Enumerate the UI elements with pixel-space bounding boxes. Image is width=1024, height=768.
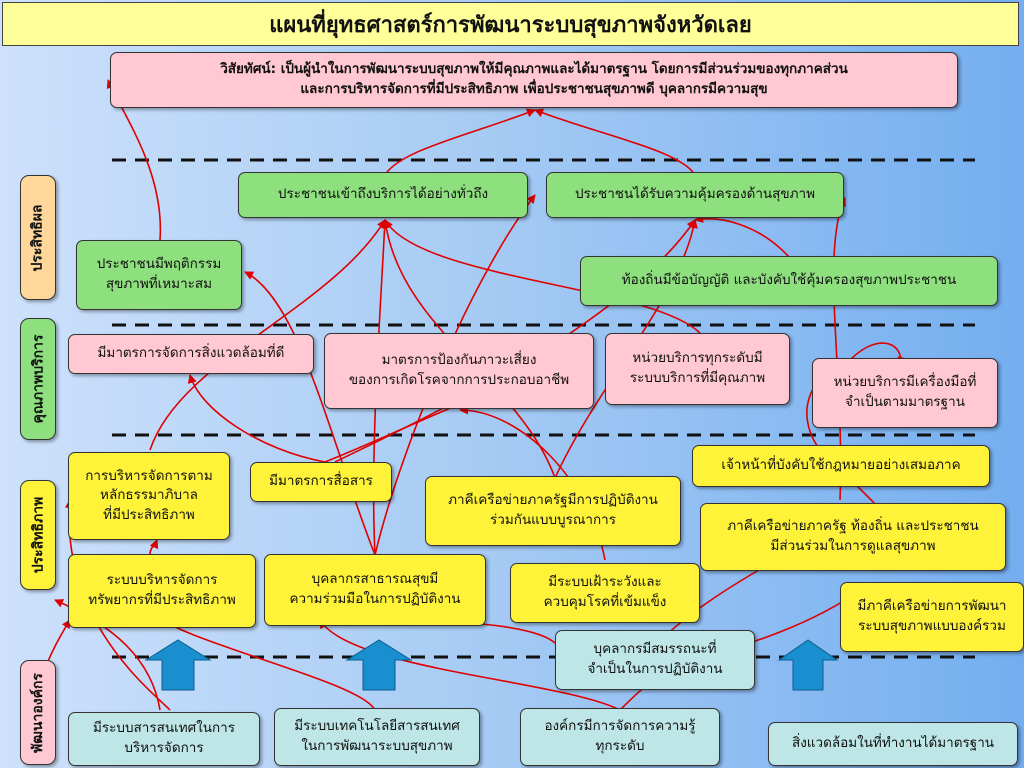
access-to-services: ประชาชนเข้าถึงบริการได้อย่างทั่วถึง [238,172,528,218]
arrow-link [694,214,791,259]
management-information-system: มีระบบสารสนเทศในการ บริหารจัดการ [68,712,260,766]
health-protection: ประชาชนได้รับความคุ้มครองด้านสุขภาพ [546,172,844,218]
arrow-link [319,619,621,711]
up-arrow-icon [144,639,212,691]
disease-surveillance: มีระบบเฝ้าระวังและ ควบคุมโรคที่เข้มแข็ง [510,563,700,623]
government-network-integration: ภาคีเครือข่ายภาครัฐมีการปฏิบัติงาน ร่วมก… [425,476,681,546]
arrow-link [64,499,171,711]
resource-management: ระบบบริหารจัดการ ทรัพยากรที่มีประสิทธิภา… [68,554,256,628]
perspective-service-quality: คุณภาพบริการ [20,318,56,440]
arrow-link [324,398,471,463]
local-health-law: ท้องถิ่นมีข้อบัญญัติ และบังคับใช้คุ้มครอ… [580,256,998,306]
perspective-service-quality-label: คุณภาพบริการ [30,334,46,424]
perspective-org-development: พัฒนาองค์กร [20,660,56,765]
arrow-link [534,108,696,176]
perspective-effectiveness-label: ประสิทธิผล [30,203,46,272]
staff-competency: บุคลากรมีสมรรถนะที่ จำเป็นในการปฏิบัติงา… [555,630,755,690]
perspective-efficiency: ประสิทธิภาพ [20,480,56,590]
knowledge-management: องค์กรมีการจัดการความรู้ ทุกระดับ [520,708,720,766]
good-governance: การบริหารจัดการตาม หลักธรรมาภิบาล ที่มีป… [68,452,230,540]
network-participation: ภาคีเครือข่ายภาครัฐ ท้องถิ่น และประชาชน … [700,503,1006,571]
standard-equipment: หน่วยบริการมีเครื่องมือที่ จำเป็นตามมาตร… [812,358,998,428]
perspective-efficiency-label: ประสิทธิภาพ [30,496,46,574]
up-arrows [144,639,839,691]
occupational-risk-prevention: มาตรการป้องกันภาวะเสี่ยง ของการเกิดโรคจา… [324,333,594,409]
vision-box: วิสัยทัศน์: เป็นผู้นำในการพัฒนาระบบสุขภา… [110,52,958,108]
up-arrow-icon [777,639,839,691]
communication-measures: มีมาตรการสื่อสาร [250,462,392,502]
quality-service-units: หน่วยบริการทุกระดับมี ระบบบริการที่มีคุณ… [605,333,790,405]
arrow-link [149,539,159,555]
perspective-effectiveness: ประสิทธิผล [20,175,56,300]
arrow-link [244,271,376,556]
holistic-health-network: มีภาคีเครือข่ายการพัฒนา ระบบสุขภาพแบบองค… [840,582,1024,652]
health-behavior: ประชาชนมีพฤติกรรม สุขภาพที่เหมาะสม [76,240,242,310]
perspective-org-development-label: พัฒนาองค์กร [30,672,47,753]
arrow-link [384,219,701,334]
arrow-link [384,108,536,176]
health-it-system: มีระบบเทคโนโลยีสารสนเทศ ในการพัฒนาระบบสุ… [274,708,480,766]
environment-measures: มีมาตรการจัดการสิ่งแวดล้อมที่ดี [68,334,314,374]
arrow-link [187,374,326,463]
staff-collaboration: บุคลากรสาธารณสุขมี ความร่วมมือในการปฏิบั… [264,554,486,626]
standard-workplace: สิ่งแวดล้อมในที่ทำงานได้มาตรฐาน [768,722,1018,766]
equal-law-enforcement: เจ้าหน้าที่บังคับใช้กฎหมายอย่างเสมอภาค [692,445,990,487]
page-title: แผนที่ยุทธศาสตร์การพัฒนาระบบสุขภาพจังหวั… [2,2,1019,46]
up-arrow-icon [345,639,413,691]
